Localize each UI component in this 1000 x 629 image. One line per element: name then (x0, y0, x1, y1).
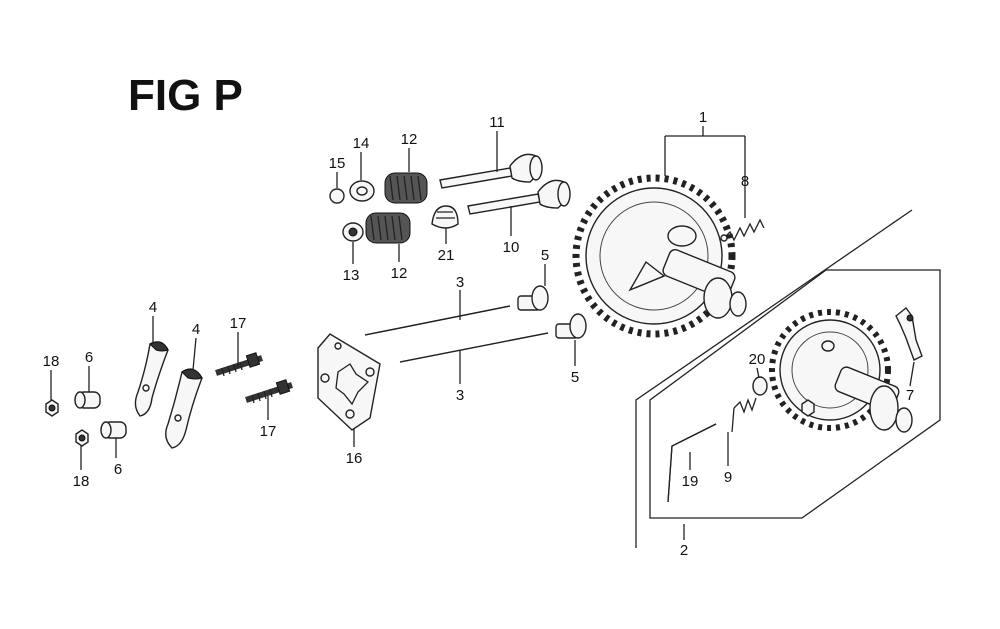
part-8-weight-spring (720, 218, 765, 242)
callout-9: 9 (724, 469, 732, 486)
callout-20: 20 (749, 351, 766, 368)
callout-14: 14 (353, 135, 370, 152)
callout-7: 7 (906, 387, 914, 404)
part-21-valve-stem-seal (431, 205, 459, 229)
callout-10: 10 (503, 239, 520, 256)
callout-12-upper: 12 (401, 131, 418, 148)
callout-1: 1 (699, 109, 707, 126)
part-18-pivot-adjusting-nut-upper (45, 399, 59, 417)
callout-21: 21 (438, 247, 455, 264)
callout-15: 15 (329, 155, 346, 172)
callout-3-lower: 3 (456, 387, 464, 404)
part-20-collar (752, 376, 768, 396)
callout-8: 8 (741, 173, 749, 190)
callout-5-upper: 5 (541, 247, 549, 264)
callout-4-right: 4 (192, 321, 200, 338)
callout-2: 2 (680, 542, 688, 559)
inset-camshaft-box (635, 209, 941, 548)
callout-4-left: 4 (149, 299, 157, 316)
leader-lines (50, 131, 915, 540)
part-6-rocker-pivot-upper (74, 391, 101, 409)
part-7-governor-weight (895, 307, 923, 361)
part-12-valve-spring-upper (384, 172, 428, 204)
part-6-rocker-pivot-lower (100, 421, 127, 439)
part-10-intake-valve (467, 179, 571, 215)
callout-18-upper: 18 (43, 353, 60, 370)
callout-6-upper: 6 (85, 349, 93, 366)
part-5-valve-lifter-lower (555, 313, 587, 339)
part-1-camshaft-assembly (572, 174, 747, 338)
part-16-push-rod-guide-plate (317, 333, 381, 431)
part-17-pivot-bolt-upper (215, 352, 263, 377)
valve-spring-retainer-group (329, 172, 459, 244)
part-5-valve-lifter-upper (517, 285, 549, 311)
callout-19: 19 (682, 473, 699, 490)
part-9-spring (731, 397, 757, 433)
part-4-rocker-arm-right (165, 368, 203, 449)
leader-1 (664, 126, 746, 218)
part-15-valve-cotter (329, 188, 345, 204)
part-19-pin (667, 423, 717, 503)
part-11-exhaust-valve (439, 153, 543, 189)
callout-labels: 1 2 3 3 4 4 5 5 6 6 7 8 9 10 11 12 12 13… (43, 109, 915, 559)
callout-13: 13 (343, 267, 360, 284)
callout-11: 11 (489, 114, 505, 131)
callout-17-upper: 17 (230, 315, 247, 332)
part-4-rocker-arm-left (134, 341, 169, 417)
callout-17-lower: 17 (260, 423, 277, 440)
callout-5-lower: 5 (571, 369, 579, 386)
figure-title: FIG P (128, 71, 243, 120)
callout-18-lower: 18 (73, 473, 90, 490)
part-17-pivot-bolt-lower (245, 379, 293, 404)
part-2-camshaft-assembly-inset (769, 309, 913, 433)
callout-16: 16 (346, 450, 363, 467)
part-12-valve-spring-lower (365, 212, 411, 244)
callout-6-lower: 6 (114, 461, 122, 478)
part-18-pivot-adjusting-nut-lower (75, 429, 89, 447)
callout-12-lower: 12 (391, 265, 408, 282)
callout-3-upper: 3 (456, 274, 464, 291)
